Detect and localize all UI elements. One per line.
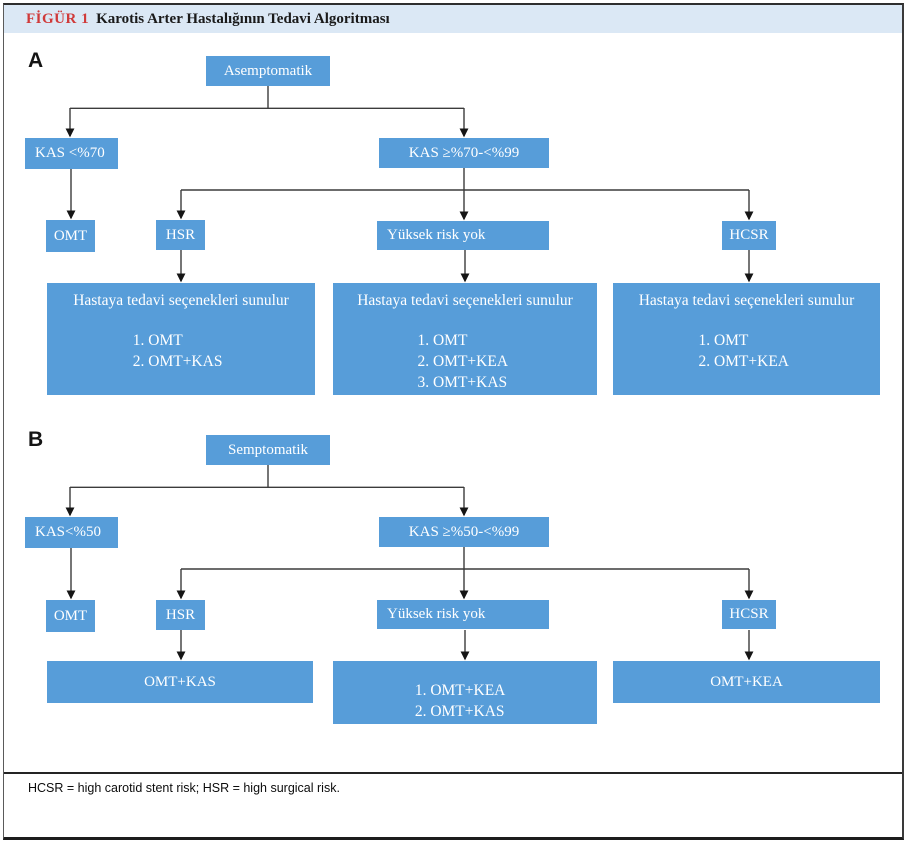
node-b-hcsr: HCSR <box>722 600 776 629</box>
option-item: 1. OMT+KEA <box>414 682 506 699</box>
figure-header: FİGÜR 1 Karotis Arter Hastalığının Tedav… <box>4 5 902 33</box>
node-asemptomatik: Asemptomatik <box>206 56 330 86</box>
node-b-no-high-risk: Yüksek risk yok <box>377 600 549 629</box>
node-a-no-high-risk: Yüksek risk yok <box>377 221 549 250</box>
panel-a-label: A <box>28 49 44 72</box>
node-semptomatik: Semptomatik <box>206 435 330 465</box>
flowchart-canvas: A Asemptomatik KAS <%70 KAS ≥%70-<%99 OM… <box>4 33 902 837</box>
footnote-text: HCSR = high carotid stent risk; HSR = hi… <box>28 781 340 795</box>
node-b-outcome-omt-kas: OMT+KAS <box>47 661 313 703</box>
option-item: 2. OMT+KEA <box>417 353 509 370</box>
node-a-kas-lt70: KAS <%70 <box>25 138 118 169</box>
option-item: 1. OMT <box>132 332 183 349</box>
node-a-kas-70-99: KAS ≥%70-<%99 <box>379 138 549 168</box>
panel-b-label: B <box>28 428 44 451</box>
node-a-hcsr: HCSR <box>722 221 776 250</box>
options-title: Hastaya tedavi seçenekleri sunulur <box>638 292 855 309</box>
node-b-outcome-omt-kea: OMT+KEA <box>613 661 880 703</box>
node-b-outcome-list: 1. OMT+KEA 2. OMT+KAS <box>333 661 597 724</box>
node-a-options-hsr: Hastaya tedavi seçenekleri sunulur 1. OM… <box>47 283 315 395</box>
node-a-hsr: HSR <box>156 220 205 250</box>
option-item: 2. OMT+KAS <box>132 353 223 370</box>
node-b-hsr: HSR <box>156 600 205 630</box>
footnote-divider <box>4 772 902 774</box>
node-a-options-hcsr: Hastaya tedavi seçenekleri sunulur 1. OM… <box>613 283 880 395</box>
node-b-kas-50-99: KAS ≥%50-<%99 <box>379 517 549 547</box>
figure-frame: FİGÜR 1 Karotis Arter Hastalığının Tedav… <box>3 3 904 840</box>
option-item: 2. OMT+KEA <box>698 353 789 370</box>
node-a-omt: OMT <box>46 220 95 252</box>
option-item: 1. OMT <box>417 332 468 349</box>
options-title: Hastaya tedavi seçenekleri sunulur <box>73 292 289 309</box>
options-title: Hastaya tedavi seçenekleri sunulur <box>357 292 573 309</box>
figure-title: Karotis Arter Hastalığının Tedavi Algori… <box>96 10 390 27</box>
option-item: 1. OMT <box>698 332 749 349</box>
option-item: 3. OMT+KAS <box>417 374 508 391</box>
panel-a-connectors <box>65 86 754 283</box>
node-b-kas-lt50: KAS<%50 <box>25 517 118 548</box>
node-b-omt: OMT <box>46 600 95 632</box>
panel-b-connectors <box>65 465 754 661</box>
option-item: 2. OMT+KAS <box>414 703 505 720</box>
figure-label: FİGÜR 1 <box>26 10 90 27</box>
connector-lines <box>65 86 754 661</box>
node-a-options-no-risk: Hastaya tedavi seçenekleri sunulur 1. OM… <box>333 283 597 395</box>
